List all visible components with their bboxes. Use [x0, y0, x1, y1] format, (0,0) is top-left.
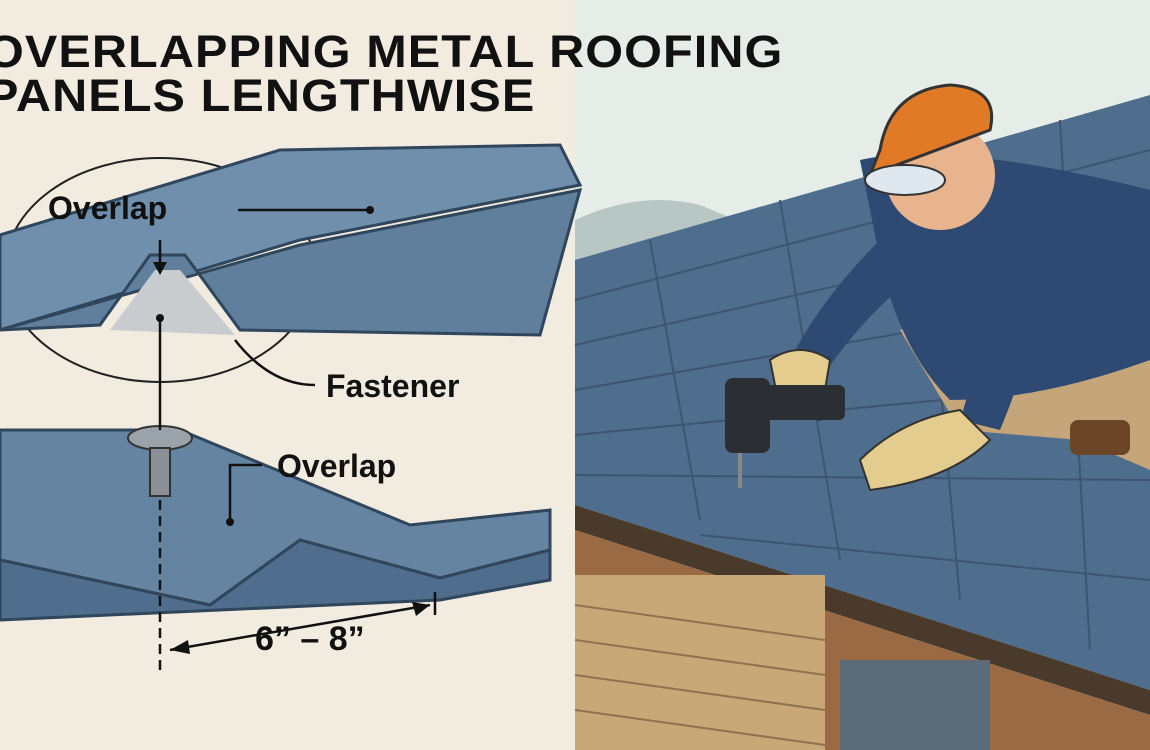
roof-scene	[574, 0, 1150, 750]
label-distance: 6” – 8”	[255, 620, 365, 658]
label-overlap-bottom: Overlap	[277, 448, 397, 484]
label-overlap-top: Overlap	[48, 190, 168, 226]
label-fastener: Fastener	[326, 368, 460, 404]
roofer-worker	[725, 83, 1150, 492]
brick-wall	[575, 575, 825, 750]
title-line-1: OVERLAPPING METAL ROOFING	[0, 26, 784, 77]
hard-hat	[867, 83, 994, 178]
title-line-2: PANELS LENGTHWISE	[0, 70, 536, 121]
panel-diagram	[0, 143, 583, 670]
drill-icon	[725, 378, 770, 453]
